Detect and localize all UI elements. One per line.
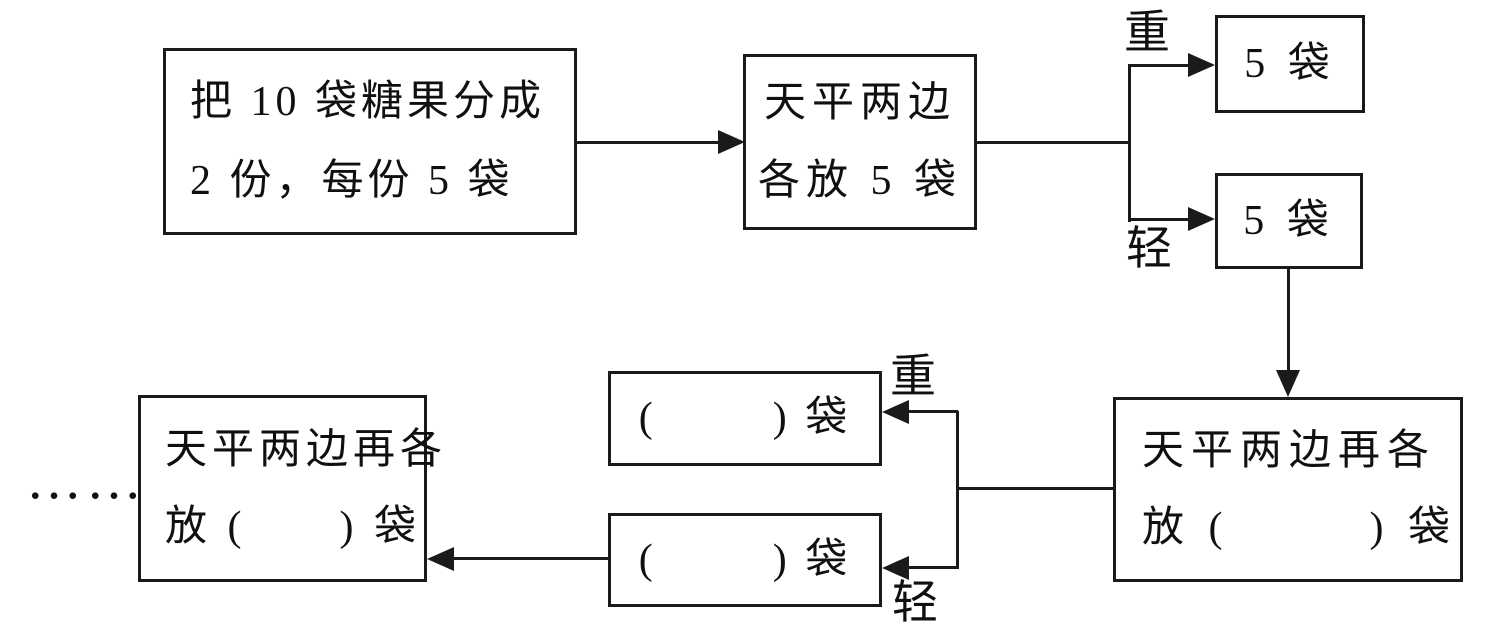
arrow-branch1-to-light5-line	[1128, 218, 1190, 221]
arrow-branch2-to-blank-light-line	[906, 566, 958, 569]
node-balance3-line-2: 放 ( ) 袋	[165, 503, 421, 550]
node-divide-line-2: 2 份，每份 5 袋	[190, 157, 514, 204]
node-blank-bags-light: ( ) 袋	[608, 513, 882, 607]
branch2-vertical-line	[956, 411, 959, 569]
node-balance3-line-1: 天平两边再各	[165, 427, 448, 474]
arrow-left-icon	[427, 547, 454, 571]
arrow-left-icon	[882, 400, 909, 424]
node-balance-each-5: 天平两边 各放 5 袋	[743, 54, 977, 230]
node-balance-again-left: 天平两边再各 放 ( ) 袋	[138, 395, 448, 582]
node-5-bags-light-label: 5 袋	[1243, 197, 1335, 244]
arrow-light5-to-balance2-line	[1287, 269, 1290, 372]
node-balance2-line-2: 放 ( ) 袋	[1142, 504, 1457, 551]
arrow-branch1-to-heavy5-line	[1128, 64, 1190, 67]
node-5-bags-heavy-label: 5 袋	[1244, 40, 1336, 87]
arrow-right-icon	[718, 130, 745, 154]
label-heavy-branch1: 重	[1124, 7, 1170, 58]
arrow-left-icon	[882, 556, 909, 580]
node-blank-bags-heavy: ( ) 袋	[608, 371, 882, 466]
arrow-divide-to-balance1-line	[577, 141, 721, 144]
node-balance2-line-1: 天平两边再各	[1142, 428, 1437, 475]
branch1-vertical-line	[1128, 65, 1131, 222]
node-blank-bags-light-label: ( ) 袋	[638, 536, 852, 583]
connector-balance1-to-branch	[977, 141, 1130, 144]
arrow-blank-light-to-balance3-line	[451, 557, 608, 560]
label-heavy-branch2: 重	[890, 351, 936, 402]
node-blank-bags-heavy-label: ( ) 袋	[638, 395, 852, 442]
arrow-right-icon	[1188, 53, 1215, 77]
node-divide-line-1: 把 10 袋糖果分成	[190, 79, 546, 126]
node-balance1-line-2: 各放 5 袋	[757, 158, 962, 204]
label-light-branch1: 轻	[1126, 223, 1172, 274]
node-5-bags-light: 5 袋	[1215, 173, 1363, 269]
continuation-ellipsis: ……	[26, 449, 146, 511]
label-light-branch2: 轻	[892, 577, 938, 628]
node-balance1-line-1: 天平两边	[763, 79, 956, 126]
arrow-down-icon	[1276, 370, 1300, 397]
connector-balance2-to-branch	[957, 487, 1113, 490]
node-divide-10-bags: 把 10 袋糖果分成 2 份，每份 5 袋	[163, 48, 577, 235]
arrow-branch2-to-blank-heavy-line	[906, 410, 958, 413]
node-5-bags-heavy: 5 袋	[1215, 15, 1365, 113]
arrow-right-icon	[1188, 207, 1215, 231]
node-balance-again-right: 天平两边再各 放 ( ) 袋	[1113, 397, 1463, 582]
